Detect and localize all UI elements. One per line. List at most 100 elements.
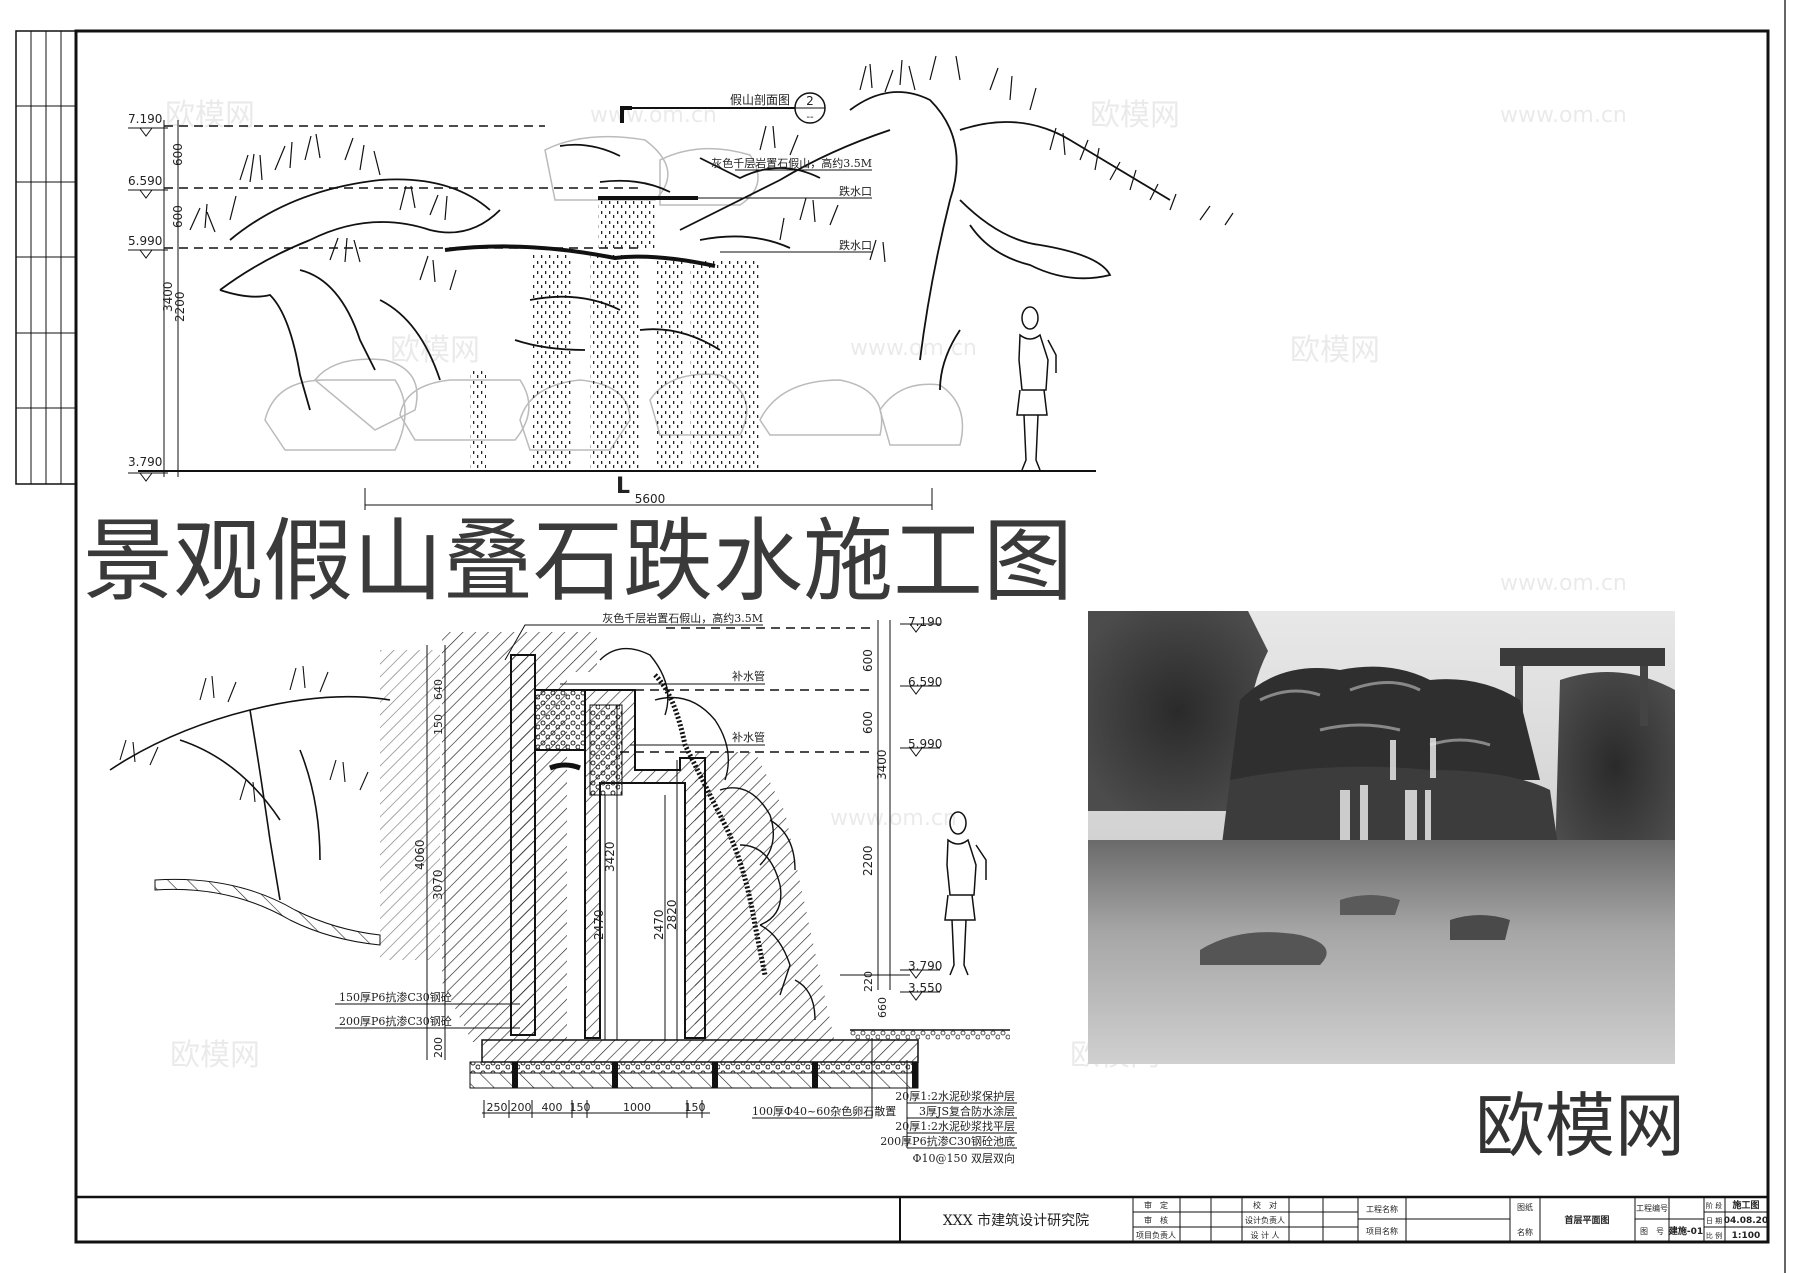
level-label: 3.790 bbox=[128, 455, 162, 469]
svg-text:200: 200 bbox=[432, 1037, 445, 1058]
title-block: XXX 市建筑设计研究院 审 定 审 核 项目负责人 校 对 设计负责人 设 计… bbox=[74, 1195, 1770, 1244]
svg-text:400: 400 bbox=[542, 1101, 563, 1114]
elevation-notes: 灰色千层岩置石假山，高约3.5M 跌水口 跌水口 bbox=[650, 156, 872, 253]
svg-text:150: 150 bbox=[432, 714, 445, 735]
svg-text:3400: 3400 bbox=[875, 749, 889, 780]
section-cut-letter: L bbox=[616, 474, 630, 499]
level-markers: 7.190 6.590 5.990 3.790 bbox=[128, 112, 168, 482]
svg-text:项目负责人: 项目负责人 bbox=[1136, 1230, 1176, 1240]
pine-tree-right-icon bbox=[679, 55, 1234, 391]
svg-text:3420: 3420 bbox=[603, 841, 617, 872]
svg-text:校 对: 校 对 bbox=[1253, 1200, 1277, 1210]
svg-text:600: 600 bbox=[861, 711, 875, 734]
svg-text:7.190: 7.190 bbox=[908, 615, 942, 629]
svg-text:200厚P6抗渗C30钢砼: 200厚P6抗渗C30钢砼 bbox=[339, 1014, 452, 1028]
svg-text:200厚P6抗渗C30钢砼池底: 200厚P6抗渗C30钢砼池底 bbox=[880, 1134, 1015, 1148]
svg-text:640: 640 bbox=[432, 679, 445, 700]
svg-text:5.990: 5.990 bbox=[908, 737, 942, 751]
svg-text:图纸: 图纸 bbox=[1517, 1202, 1533, 1212]
svg-text:150: 150 bbox=[570, 1101, 591, 1114]
svg-text:欧模网: 欧模网 bbox=[165, 98, 255, 133]
vertical-dimensions: 600 600 3400 2200 bbox=[161, 143, 187, 322]
svg-text:工程名称: 工程名称 bbox=[1366, 1204, 1398, 1214]
level-label: 5.990 bbox=[128, 234, 162, 248]
section-marker: 假山剖面图 2 -- bbox=[620, 92, 826, 124]
level-label: 7.190 bbox=[128, 112, 162, 126]
svg-text:名称: 名称 bbox=[1517, 1227, 1533, 1237]
svg-text:补水管: 补水管 bbox=[732, 669, 765, 683]
svg-text:设 计 人: 设 计 人 bbox=[1250, 1230, 1279, 1240]
svg-text:3厚JS复合防水涂层: 3厚JS复合防水涂层 bbox=[919, 1104, 1015, 1118]
brand-logo: 欧模网 bbox=[1475, 1085, 1685, 1167]
svg-text:600: 600 bbox=[861, 649, 875, 672]
svg-text:4060: 4060 bbox=[413, 839, 427, 870]
svg-text:阶 段: 阶 段 bbox=[1706, 1201, 1722, 1210]
svg-text:20厚1:2水泥砂浆找平层: 20厚1:2水泥砂浆找平层 bbox=[895, 1119, 1015, 1133]
side-strip-table bbox=[15, 30, 77, 485]
section-notes: 灰色千层岩置石假山，高约3.5M 补水管 补水管 150厚P6抗渗C30钢砼 2… bbox=[335, 611, 1017, 1165]
svg-text:日 期: 日 期 bbox=[1706, 1217, 1722, 1225]
pile-posts bbox=[512, 1062, 918, 1088]
svg-text:www.om.cn: www.om.cn bbox=[1500, 103, 1627, 128]
svg-text:欧模网: 欧模网 bbox=[390, 333, 480, 368]
svg-text:150厚P6抗渗C30钢砼: 150厚P6抗渗C30钢砼 bbox=[339, 990, 452, 1004]
section-level-markers: 7.190 6.590 5.990 3.790 3.550 bbox=[900, 615, 942, 1001]
svg-text:2200: 2200 bbox=[861, 845, 875, 876]
svg-text:600: 600 bbox=[171, 143, 185, 166]
svg-text:3.790: 3.790 bbox=[908, 959, 942, 973]
pine-tree-left-icon bbox=[189, 133, 501, 411]
svg-text:比 例: 比 例 bbox=[1706, 1231, 1722, 1240]
width-dimension: 5600 L bbox=[364, 474, 933, 510]
svg-text:图 号: 图 号 bbox=[1640, 1227, 1664, 1236]
svg-text:灰色千层岩置石假山，高约3.5M: 灰色千层岩置石假山，高约3.5M bbox=[711, 156, 872, 170]
svg-text:3400: 3400 bbox=[161, 281, 175, 312]
svg-text:20厚1:2水泥砂浆保护层: 20厚1:2水泥砂浆保护层 bbox=[895, 1089, 1015, 1103]
section-left-dimensions: 4060 3070 640 150 200 bbox=[413, 645, 446, 1060]
svg-text:工程编号: 工程编号 bbox=[1636, 1203, 1668, 1213]
svg-text:www.om.cn: www.om.cn bbox=[1500, 571, 1627, 596]
date-value: 04.08.20 bbox=[1724, 1216, 1768, 1226]
svg-text:假山剖面图: 假山剖面图 bbox=[730, 93, 790, 107]
svg-text:2200: 2200 bbox=[173, 291, 187, 322]
svg-text:250: 250 bbox=[487, 1101, 508, 1114]
svg-text:欧模网: 欧模网 bbox=[1290, 333, 1380, 368]
page-title: 景观假山叠石跌水施工图 bbox=[83, 509, 1073, 614]
svg-text:3070: 3070 bbox=[431, 869, 445, 900]
svg-text:www.om.cn: www.om.cn bbox=[590, 103, 717, 128]
company-name: XXX 市建筑设计研究院 bbox=[943, 1212, 1089, 1229]
drawing-name: 首层平面图 bbox=[1564, 1214, 1609, 1226]
svg-text:660: 660 bbox=[876, 997, 889, 1018]
waterfall-stream bbox=[470, 198, 760, 470]
person-scale-figure-icon bbox=[944, 811, 987, 976]
svg-text:2820: 2820 bbox=[665, 899, 679, 930]
svg-text:100厚Φ40~60杂色卵石散置: 100厚Φ40~60杂色卵石散置 bbox=[752, 1104, 896, 1118]
svg-text:1000: 1000 bbox=[623, 1101, 651, 1114]
svg-text:跌水口: 跌水口 bbox=[839, 238, 872, 252]
svg-text:6.590: 6.590 bbox=[908, 675, 942, 689]
scale-value: 1:100 bbox=[1732, 1231, 1761, 1241]
svg-text:补水管: 补水管 bbox=[732, 730, 765, 744]
svg-text:www.om.cn: www.om.cn bbox=[850, 336, 977, 361]
svg-text:5600: 5600 bbox=[635, 492, 666, 506]
section-view: 7.190 6.590 5.990 3.790 3.550 600 600 34… bbox=[109, 611, 1017, 1165]
svg-text:审 定: 审 定 bbox=[1144, 1200, 1168, 1210]
svg-text:欧模网: 欧模网 bbox=[170, 1038, 260, 1073]
reference-photo bbox=[1088, 611, 1675, 1064]
svg-text:灰色千层岩置石假山，高约3.5M: 灰色千层岩置石假山，高约3.5M bbox=[602, 611, 763, 625]
svg-text:www.om.cn: www.om.cn bbox=[830, 806, 957, 831]
svg-text:220: 220 bbox=[862, 971, 875, 992]
stage-value: 施工图 bbox=[1732, 1199, 1759, 1211]
drawing-number: 建施-01 bbox=[1669, 1225, 1703, 1237]
section-inner-dimensions: 3420 2470 2470 2820 bbox=[592, 705, 679, 1040]
section-bottom-dimensions: 250 200 400 150 1000 150 bbox=[482, 1100, 710, 1118]
level-label: 6.590 bbox=[128, 174, 162, 188]
svg-text:3.550: 3.550 bbox=[908, 981, 942, 995]
svg-text:150: 150 bbox=[685, 1101, 706, 1114]
svg-text:设计负责人: 设计负责人 bbox=[1245, 1215, 1285, 1225]
svg-text:--: -- bbox=[806, 112, 814, 123]
elevation-view: 7.190 6.590 5.990 3.790 600 600 3400 220… bbox=[128, 55, 1234, 510]
svg-text:200: 200 bbox=[511, 1101, 532, 1114]
person-scale-figure-icon bbox=[1016, 306, 1057, 471]
svg-text:600: 600 bbox=[171, 205, 185, 228]
